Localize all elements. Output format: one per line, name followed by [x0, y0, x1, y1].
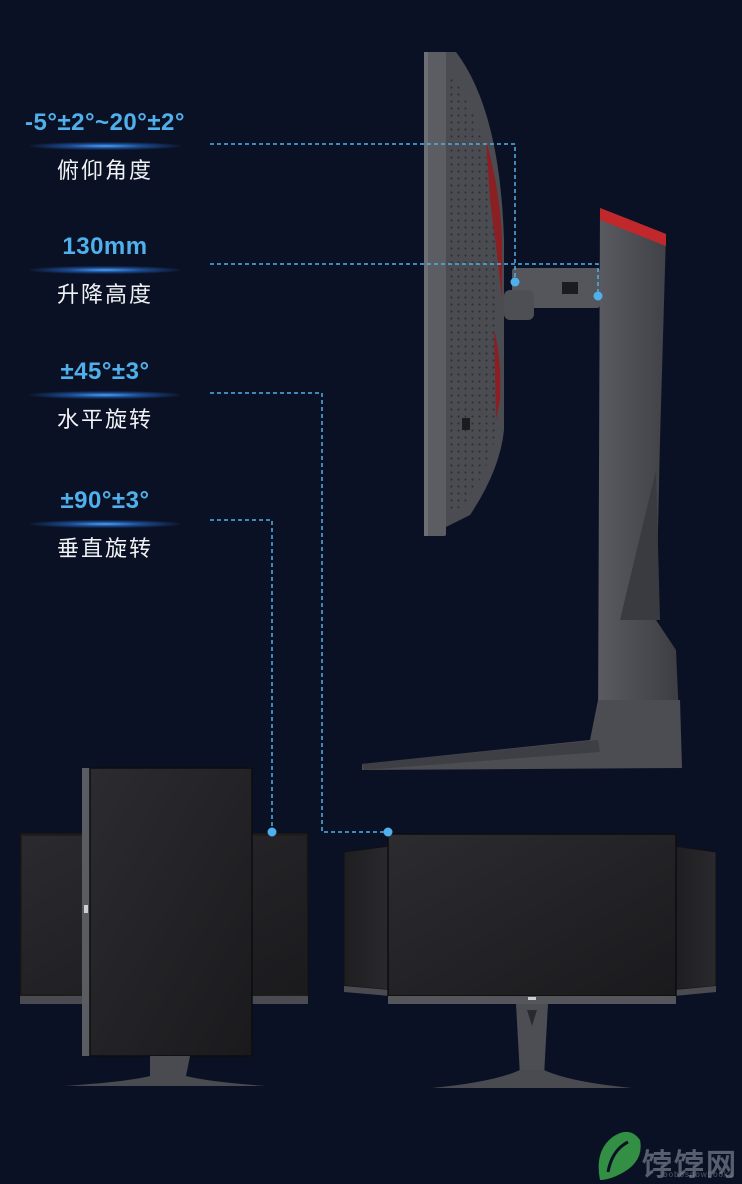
front-stand-base	[432, 1070, 632, 1088]
portrait-stand	[64, 1056, 266, 1086]
leader-lines	[210, 143, 599, 833]
leader-dots	[267, 277, 603, 837]
spec-height-label: 升降高度	[56, 282, 153, 307]
front-stand-neck	[516, 1004, 548, 1076]
watermark-text: 饽饽网	[642, 1149, 738, 1182]
spec-swivel-value: ±45°±3°	[60, 358, 150, 385]
swivel-right-ghost	[673, 845, 717, 991]
stand-base	[362, 700, 682, 770]
spec-height-value: 130mm	[62, 233, 148, 260]
spec-tilt-value: -5°±2°~20°±2°	[25, 109, 185, 136]
spec-pivot-value: ±90°±3°	[60, 487, 150, 514]
spec-height-glow	[30, 266, 180, 274]
front-screen	[387, 833, 677, 997]
spec-pivot-glow	[30, 520, 180, 528]
leader-pivot	[210, 519, 273, 832]
swivel-view-monitor	[343, 833, 717, 1088]
stand-column	[598, 208, 680, 740]
spec-tilt-label: 俯仰角度	[56, 158, 153, 183]
spec-tilt-glow	[30, 142, 180, 150]
watermark-subtext: bobosnowbooks	[663, 1170, 734, 1179]
spec-pivot-label: 垂直旋转	[56, 536, 153, 561]
watermark-logo	[598, 1131, 641, 1180]
panel-bezel	[424, 52, 446, 536]
side-view-monitor	[362, 52, 682, 770]
spec-swivel-glow	[30, 391, 180, 399]
swivel-left-ghost	[343, 845, 391, 991]
stand-column-red-trim	[600, 208, 666, 246]
portrait-screen	[89, 767, 253, 1057]
leader-swivel	[210, 392, 388, 833]
spec-swivel-label: 水平旋转	[56, 407, 153, 432]
leader-height	[210, 263, 599, 296]
leader-tilt	[210, 143, 516, 282]
pivot-view-monitor	[19, 767, 309, 1086]
